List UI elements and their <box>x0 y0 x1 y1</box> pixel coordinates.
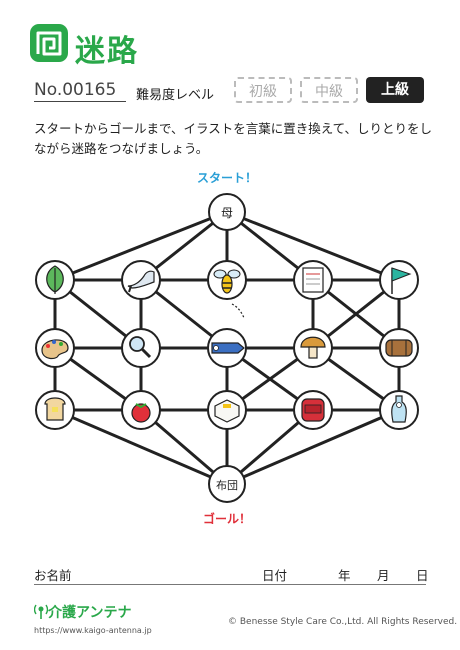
bee-icon <box>213 269 241 294</box>
brand-name: 介護アンテナ <box>48 605 132 621</box>
start-label: スタート！ <box>197 171 257 185</box>
backpack-node <box>293 390 333 430</box>
carp-streamer-icon <box>211 342 245 354</box>
tofu-icon <box>214 399 240 423</box>
toast-node <box>35 390 75 430</box>
leaf-icon <box>46 265 64 294</box>
paint-palette-icon <box>41 339 69 360</box>
brand-url: https://www.kaigo-antenna.jp <box>34 626 152 635</box>
goal-label: ゴール！ <box>203 511 251 526</box>
year-label: 年 <box>338 568 351 583</box>
start-node: 母 <box>208 193 246 231</box>
barrel-node <box>379 328 419 368</box>
ramune-bottle-icon <box>391 395 407 423</box>
copyright: © Benesse Style Care Co.,Ltd. All Rights… <box>228 617 458 627</box>
bee-node <box>207 260 247 300</box>
magnifying-glass-icon <box>129 336 152 359</box>
leaf-node <box>35 260 75 300</box>
date-label: 日付 <box>262 568 288 583</box>
start-node-text: 母 <box>221 206 233 220</box>
ramune-node <box>379 390 419 430</box>
name-label: お名前 <box>34 568 72 583</box>
mushroom-node <box>293 328 333 368</box>
antenna-logo-icon <box>34 604 48 619</box>
instructions: スタートからゴールまで、イラストを言葉に置き換えて、しりとりをしながら迷路をつな… <box>34 121 433 156</box>
tomato-icon <box>131 403 151 423</box>
flag-icon <box>391 267 412 294</box>
difficulty-label: 難易度レベル <box>136 88 215 103</box>
mushroom-icon <box>300 336 326 359</box>
maze-logo-icon <box>30 24 68 62</box>
level-badge-beginner: 初級 <box>234 77 292 103</box>
goal-node-text: 布団 <box>216 479 238 492</box>
number-underline <box>34 101 126 102</box>
puzzle-number: No.00165 <box>34 80 117 100</box>
day-label: 日 <box>416 568 429 583</box>
flag-node <box>379 260 419 300</box>
page-title: 迷路 <box>75 34 139 69</box>
tomato-node <box>121 390 161 430</box>
palette-node <box>35 328 75 368</box>
toast-icon <box>44 397 66 421</box>
level-badge-intermediate: 中級 <box>300 77 358 103</box>
shoe-node <box>121 260 161 300</box>
goal-node: 布団 <box>208 465 246 503</box>
level-badge-advanced: 上級 <box>366 77 424 103</box>
high-heel-shoe-icon <box>127 270 155 293</box>
school-backpack-icon <box>301 398 325 422</box>
month-label: 月 <box>377 568 390 583</box>
tofu-node <box>207 390 247 430</box>
bee-flight-path <box>231 303 245 319</box>
paper-node <box>293 260 333 300</box>
magnifier-node <box>121 328 161 368</box>
paper-sheet-icon <box>302 267 324 293</box>
barrel-icon <box>385 339 413 357</box>
carp-node <box>207 328 247 368</box>
signature-line <box>34 584 426 585</box>
